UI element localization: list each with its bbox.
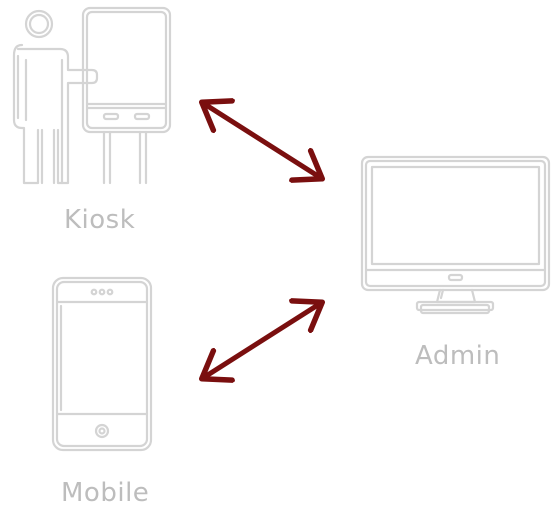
smartphone-icon bbox=[51, 276, 153, 452]
kiosk-person-icon bbox=[12, 6, 172, 185]
kiosk-node: Kiosk bbox=[0, 0, 180, 240]
desktop-monitor-icon bbox=[360, 155, 551, 315]
admin-node: Admin bbox=[355, 150, 553, 380]
mobile-node: Mobile bbox=[0, 270, 180, 521]
mobile-label: Mobile bbox=[61, 478, 150, 508]
kiosk-label: Kiosk bbox=[64, 205, 136, 235]
admin-label: Admin bbox=[415, 341, 501, 371]
kiosk-admin-arrow bbox=[203, 103, 321, 178]
mobile-admin-arrow bbox=[203, 303, 321, 378]
